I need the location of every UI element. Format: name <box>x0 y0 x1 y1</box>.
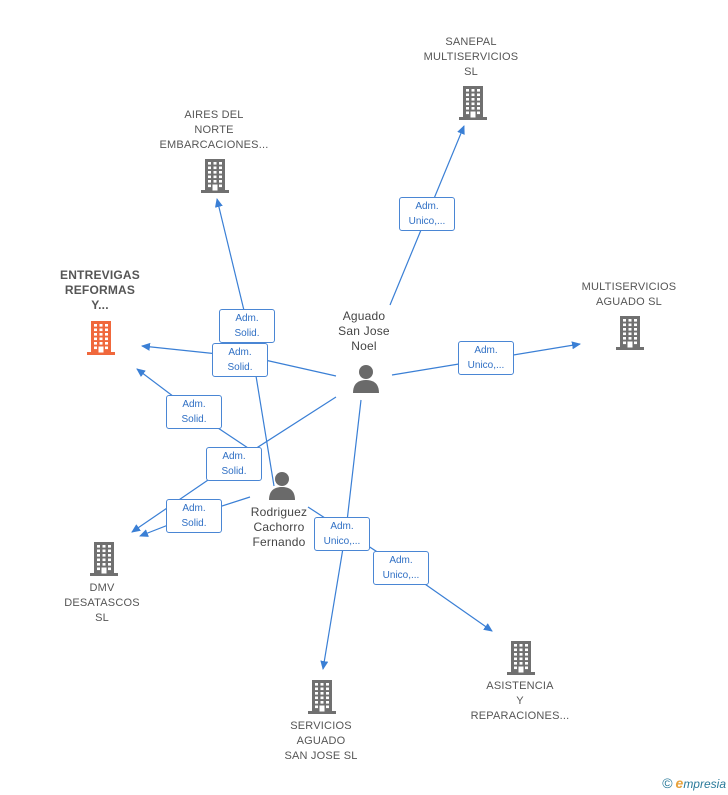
edge-role-text: Unico,... <box>382 570 420 581</box>
edge-role-label[interactable]: Adm. Solid. <box>166 395 222 429</box>
person-icon[interactable] <box>351 363 381 398</box>
edge-role-text: Adm. <box>222 451 246 462</box>
brand-initial: e <box>675 775 684 791</box>
building-icon[interactable] <box>90 542 118 581</box>
edge-role-text: Solid. <box>234 328 260 339</box>
edge-role-label[interactable]: Adm. Unico,... <box>373 551 429 585</box>
edge-role-text: Adm. <box>330 521 354 532</box>
edge-role-text: Adm. <box>415 201 439 212</box>
edge-role-text: Unico,... <box>408 216 446 227</box>
building-icon[interactable] <box>507 641 535 680</box>
company-name-entrevigas[interactable]: ENTREVIGAS REFORMAS Y... <box>59 268 140 312</box>
edge-role-text: Unico,... <box>323 536 361 547</box>
building-icon[interactable] <box>308 680 336 719</box>
edge-role-label[interactable]: Adm. Solid. <box>166 499 222 533</box>
edge-role-text: Solid. <box>181 414 207 425</box>
edge-role-label[interactable]: Adm. Solid. <box>219 309 275 343</box>
edge-role-label[interactable]: Adm. Unico,... <box>314 517 370 551</box>
edge-role-text: Solid. <box>181 518 207 529</box>
company-name-dmv[interactable]: DMV DESATASCOS SL <box>64 582 140 624</box>
edge-role-text: Adm. <box>389 555 413 566</box>
company-name-multiaguado[interactable]: MULTISERVICIOS AGUADO SL <box>581 281 677 308</box>
edge-role-label[interactable]: Adm. Solid. <box>212 343 268 377</box>
building-icon[interactable] <box>87 321 115 360</box>
company-name-aires[interactable]: AIRES DEL NORTE EMBARCACIONES... <box>159 109 269 151</box>
edge-role-text: Solid. <box>227 362 253 373</box>
edge-role-text: Adm. <box>235 313 259 324</box>
brand-name: mpresia <box>683 777 726 791</box>
edge-role-label[interactable]: Adm. Unico,... <box>458 341 514 375</box>
edge-role-text: Adm. <box>228 347 252 358</box>
edge-role-text: Solid. <box>221 466 247 477</box>
edge-role-text: Adm. <box>182 503 206 514</box>
building-icon[interactable] <box>459 86 487 125</box>
person-name-rodriguez[interactable]: Rodriguez Cachorro Fernando <box>250 505 308 549</box>
footer-brand: ©empresia <box>662 775 726 791</box>
edge-role-text: Adm. <box>182 399 206 410</box>
person-name-aguado[interactable]: Aguado San Jose Noel <box>338 309 390 353</box>
copyright-symbol: © <box>662 775 673 791</box>
building-icon[interactable] <box>201 159 229 198</box>
edge-role-text: Adm. <box>474 345 498 356</box>
person-icon[interactable] <box>267 470 297 505</box>
company-name-sanepal[interactable]: SANEPAL MULTISERVICIOS SL <box>423 36 519 78</box>
edge-role-label[interactable]: Adm. Unico,... <box>399 197 455 231</box>
company-name-asistencia[interactable]: ASISTENCIA Y REPARACIONES... <box>470 680 570 722</box>
edge-role-label[interactable]: Adm. Solid. <box>206 447 262 481</box>
edge-role-text: Unico,... <box>467 360 505 371</box>
building-icon[interactable] <box>616 316 644 355</box>
company-name-servicios[interactable]: SERVICIOS AGUADO SAN JOSE SL <box>284 720 358 762</box>
